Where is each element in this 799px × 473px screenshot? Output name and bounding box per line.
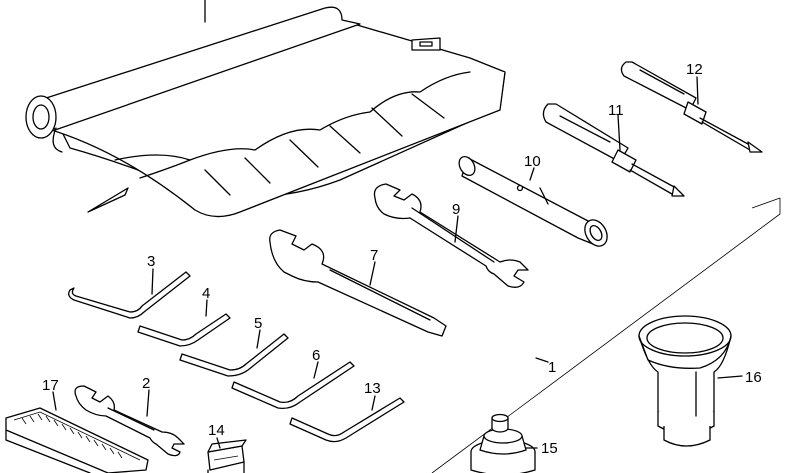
hex-key-5 <box>179 333 289 377</box>
open-end-wrench-9 <box>373 183 529 288</box>
callout-7: 7 <box>370 247 378 264</box>
callout-labels: 1 2 3 4 5 6 7 9 10 11 12 13 14 15 16 17 <box>42 61 762 457</box>
hex-key-3 <box>68 271 191 319</box>
screwdriver-phillips <box>620 61 763 153</box>
fuse-strip <box>5 407 149 473</box>
callout-15: 15 <box>541 440 558 457</box>
callout-12: 12 <box>686 61 703 78</box>
clip-part <box>207 439 247 473</box>
callout-1: 1 <box>548 359 556 376</box>
hex-key-4 <box>137 313 231 347</box>
callout-10: 10 <box>524 153 541 170</box>
callout-2: 2 <box>142 375 150 392</box>
callout-3: 3 <box>147 253 155 270</box>
kit-tray-outline <box>431 197 781 473</box>
callout-4: 4 <box>202 285 210 302</box>
callout-13: 13 <box>364 380 381 397</box>
open-end-wrench-2 <box>74 385 185 457</box>
cup-adapter <box>638 315 732 447</box>
open-end-wrench-7 <box>269 229 447 337</box>
tool-roll-bag <box>25 0 506 218</box>
callout-17: 17 <box>42 377 59 394</box>
lock-bolt-adapter <box>470 413 536 473</box>
callout-9: 9 <box>452 201 460 218</box>
callout-6: 6 <box>312 347 320 364</box>
callout-16: 16 <box>745 369 762 386</box>
screwdriver-flat <box>542 103 685 197</box>
callout-14: 14 <box>208 422 225 439</box>
tube-wrench <box>458 156 608 247</box>
leader-lines <box>52 76 743 449</box>
hex-key-13 <box>289 397 405 443</box>
callout-11: 11 <box>608 102 624 119</box>
callout-5: 5 <box>254 315 262 332</box>
hex-key-6 <box>231 361 355 410</box>
